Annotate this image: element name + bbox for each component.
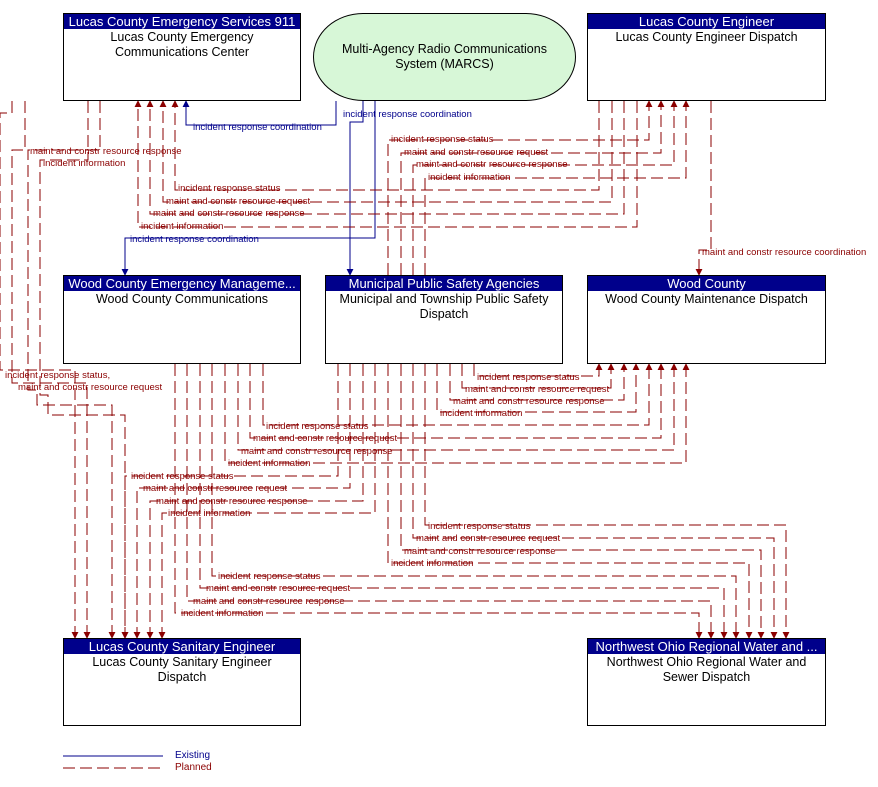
node-marcs[interactable]: Multi-Agency Radio Communications System… xyxy=(313,13,576,101)
flow-label: incident response status xyxy=(266,421,369,432)
flow-line xyxy=(186,364,715,639)
legend-planned: Planned xyxy=(175,762,212,773)
node-header: Lucas County Sanitary Engineer xyxy=(64,639,300,654)
node-nw-ohio-water[interactable]: Northwest Ohio Regional Water and ... No… xyxy=(587,638,826,726)
flow-label: incident response coordination xyxy=(343,109,472,120)
flow-label: maint and constr resource response xyxy=(156,496,308,507)
flow-label: incident response coordination xyxy=(193,122,322,133)
flow-line xyxy=(461,363,615,389)
flow-label: maint and constr resource response xyxy=(453,396,605,407)
flow-line xyxy=(449,363,628,401)
flow-line xyxy=(412,364,778,639)
flow-label: incident response status xyxy=(428,521,531,532)
flow-line xyxy=(174,364,703,639)
flow-line xyxy=(695,101,712,276)
flow-line xyxy=(237,363,678,451)
flow-line xyxy=(146,364,364,639)
node-wood-county[interactable]: Wood County Wood County Maintenance Disp… xyxy=(587,275,826,364)
flow-label: maint and constr resource response xyxy=(193,596,345,607)
node-wood-em[interactable]: Wood County Emergency Manageme... Wood C… xyxy=(63,275,301,364)
flow-label: incident information xyxy=(428,172,510,183)
node-title: Lucas County Emergency Communications Ce… xyxy=(110,30,254,59)
flow-line xyxy=(400,364,765,639)
node-municipal[interactable]: Municipal Public Safety Agencies Municip… xyxy=(325,275,563,364)
flow-label: incident response status, xyxy=(5,370,110,381)
flow-line xyxy=(133,364,351,639)
node-title: Wood County Maintenance Dispatch xyxy=(605,292,808,306)
flow-line xyxy=(473,363,603,377)
flow-label: maint and constr resource response xyxy=(404,546,556,557)
flow-label: maint and constr resource request xyxy=(143,483,288,494)
flow-line xyxy=(211,364,740,639)
node-title: Municipal and Township Public Safety Dis… xyxy=(339,292,549,321)
flow-label: incident information xyxy=(168,508,250,519)
flow-label: maint and constr resource response xyxy=(241,446,393,457)
flow-line xyxy=(11,101,91,639)
node-header: Northwest Ohio Regional Water and ... xyxy=(588,639,825,654)
flow-label: maint and constr resource request xyxy=(18,382,163,393)
flow-label: incident response status xyxy=(178,183,281,194)
flow-label: incident information xyxy=(181,608,263,619)
flow-line xyxy=(424,100,690,275)
node-title: Lucas County Engineer Dispatch xyxy=(615,30,798,44)
flow-line xyxy=(39,101,129,639)
flow-label: maint and constr resource request xyxy=(416,533,561,544)
flow-label: incident information xyxy=(43,158,125,169)
node-title: Wood County Communications xyxy=(95,292,269,306)
flow-label: maint and constr resource request xyxy=(465,384,610,395)
flow-label: incident response status xyxy=(218,571,321,582)
flow-label: maint and constr resource request xyxy=(166,196,311,207)
flow-line xyxy=(224,363,690,464)
node-header: Wood County xyxy=(588,276,825,291)
flow-label: incident response status xyxy=(477,372,580,383)
flow-marcs-lucas911 xyxy=(182,100,337,126)
flow-line xyxy=(121,364,339,639)
flow-label: maint and constr resource response xyxy=(416,159,568,170)
flow-label: maint and constr resource request xyxy=(253,433,398,444)
flow-label: incident information xyxy=(440,408,522,419)
legend-existing: Existing xyxy=(175,750,211,761)
flow-label: incident information xyxy=(141,221,223,232)
flow-label: maint and constr resource coordination xyxy=(702,247,866,258)
flow-label: incident response status xyxy=(391,134,494,145)
node-title: Northwest Ohio Regional Water and Sewer … xyxy=(606,655,807,684)
flow-line xyxy=(146,100,625,215)
node-title: Multi-Agency Radio Communications System… xyxy=(342,42,547,71)
flow-label: incident information xyxy=(391,558,473,569)
node-header: Municipal Public Safety Agencies xyxy=(326,276,562,291)
flow-label: maint and constr resource response xyxy=(153,208,305,219)
flow-line xyxy=(412,100,678,275)
flow-line xyxy=(249,363,665,439)
flow-label: maint and constr resource response xyxy=(30,146,182,157)
node-lucas-engineer[interactable]: Lucas County Engineer Lucas County Engin… xyxy=(587,13,826,101)
flow-line xyxy=(171,100,600,191)
flow-line xyxy=(262,363,653,426)
flow-marcs-muni xyxy=(346,101,364,276)
node-header: Lucas County Engineer xyxy=(588,14,825,29)
node-header: Wood County Emergency Manageme... xyxy=(64,276,300,291)
node-header: Lucas County Emergency Services 911 xyxy=(64,14,300,29)
flow-line xyxy=(199,364,728,639)
flow-label: maint and constr resource request xyxy=(404,147,549,158)
node-title: Lucas County Sanitary Engineer Dispatch xyxy=(92,655,272,684)
flow-label: incident response status xyxy=(131,471,234,482)
node-lucas-sanitary[interactable]: Lucas County Sanitary Engineer Lucas Cou… xyxy=(63,638,301,726)
flow-label: incident response coordination xyxy=(130,234,259,245)
flow-label: incident information xyxy=(228,458,310,469)
flow-line xyxy=(134,100,638,228)
flow-marcs-woodem xyxy=(121,101,376,276)
flow-line xyxy=(387,364,753,639)
flow-label: maint and constr resource request xyxy=(206,583,351,594)
flow-line xyxy=(424,364,790,639)
flow-line xyxy=(387,100,653,275)
flow-line xyxy=(436,363,640,413)
node-lucas-911[interactable]: Lucas County Emergency Services 911 Luca… xyxy=(63,13,301,101)
flow-line xyxy=(400,100,665,275)
flow-line xyxy=(27,101,116,639)
flow-line xyxy=(158,364,376,639)
